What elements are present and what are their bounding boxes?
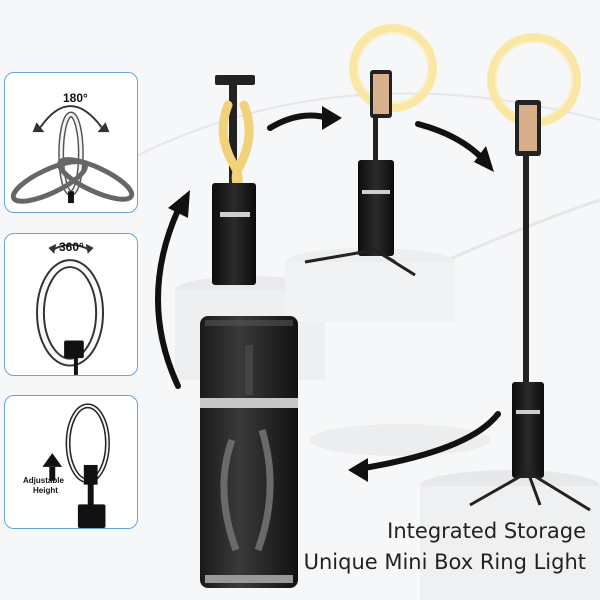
feature-panel-adjustable-height: Adjustable Height	[4, 395, 138, 529]
ring-light-tripod-small	[304, 16, 445, 277]
adjustable-label-line2: Height	[33, 486, 58, 495]
rotate-180-label: 180°	[63, 91, 88, 105]
height-adjust-illustration	[42, 403, 110, 528]
feature-panel-rotate-360: 360°	[4, 233, 138, 376]
ring-light-tall-stand	[469, 25, 591, 512]
adjustable-label-line1: Adjustable	[23, 476, 64, 485]
ring-tilt-illustration	[10, 105, 135, 204]
caption-line1: Integrated Storage	[387, 519, 586, 543]
folded-light-device	[212, 75, 256, 285]
rotate-360-label: 360°	[59, 240, 84, 254]
feature-panel-rotate-180: 180°	[4, 72, 138, 213]
ring-rotation-illustration	[36, 243, 104, 375]
storage-box	[200, 316, 298, 588]
caption-line2: Unique Mini Box Ring Light	[303, 550, 586, 574]
arrow-heads	[168, 106, 494, 482]
